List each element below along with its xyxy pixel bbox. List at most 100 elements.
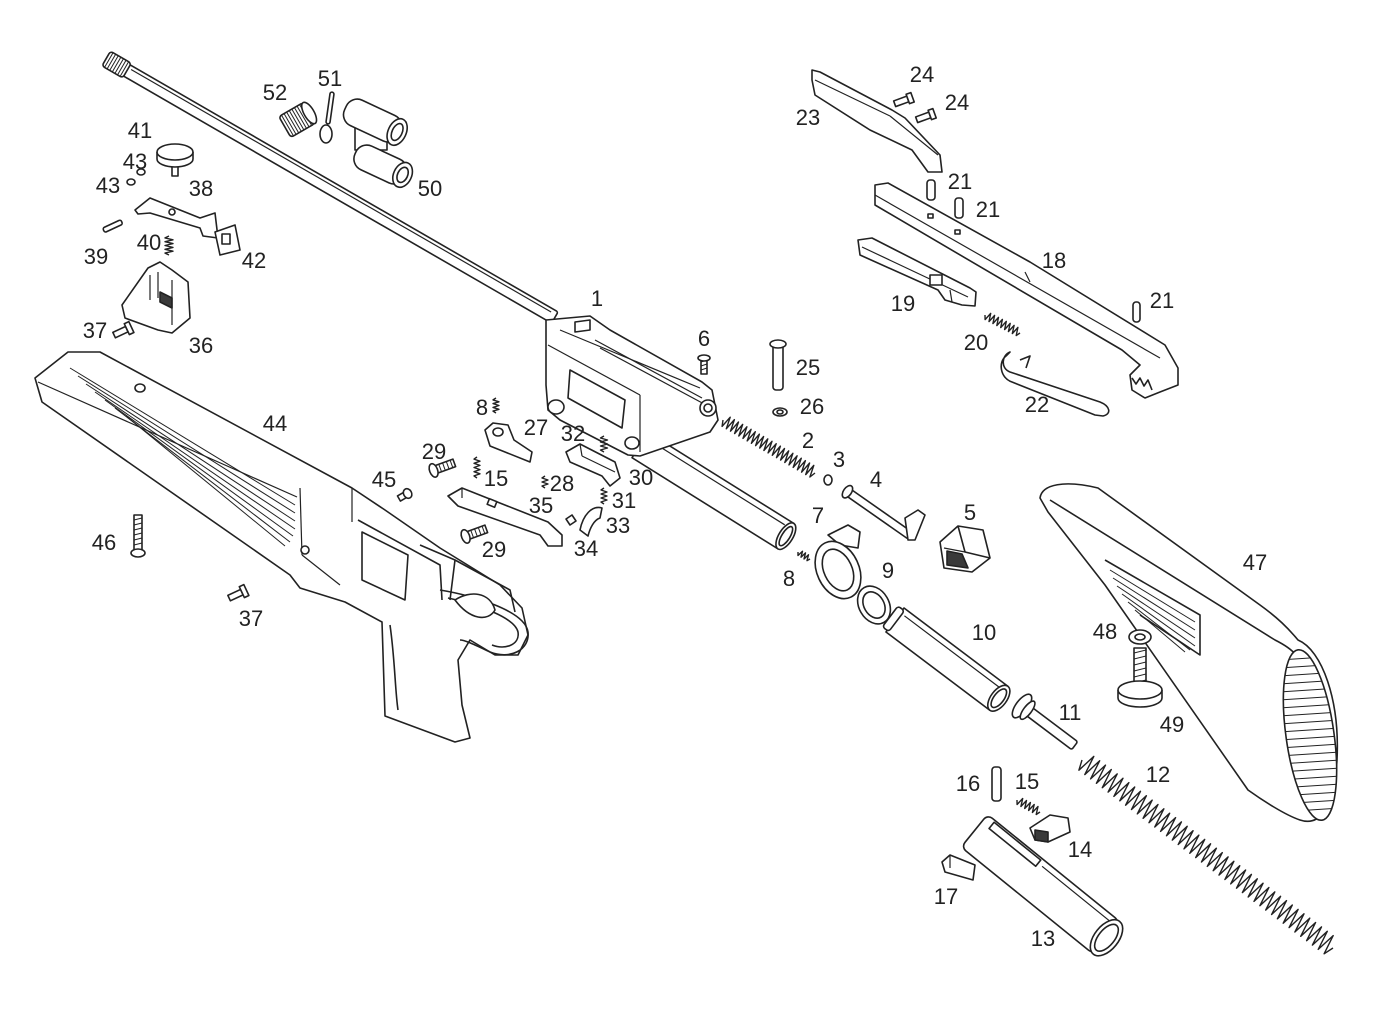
callout-36: 36 <box>189 333 213 358</box>
callout-29-b: 29 <box>482 537 506 562</box>
callout-21-c: 21 <box>1150 288 1174 313</box>
part-33 <box>565 514 577 526</box>
callout-27: 27 <box>524 415 548 440</box>
screw-45 <box>396 487 413 502</box>
knob-screw-49 <box>1117 647 1163 708</box>
cocking-bolt-4 <box>841 484 926 541</box>
callout-33: 33 <box>606 513 630 538</box>
callout-7: 7 <box>812 503 824 528</box>
callout-17: 17 <box>934 884 958 909</box>
callout-19: 19 <box>891 291 915 316</box>
spring-31 <box>600 487 608 505</box>
callout-26: 26 <box>800 394 824 419</box>
callout-28: 28 <box>550 471 574 496</box>
callout-34: 34 <box>574 536 598 561</box>
ring-3 <box>823 474 833 486</box>
callout-9: 9 <box>882 558 894 583</box>
spring-32 <box>599 435 609 453</box>
callout-41: 41 <box>128 118 152 143</box>
spring-28 <box>541 475 549 489</box>
screw-29-upper <box>428 458 457 478</box>
callout-16: 16 <box>956 771 980 796</box>
callout-50: 50 <box>418 176 442 201</box>
callout-40: 40 <box>137 230 161 255</box>
callout-46: 46 <box>92 530 116 555</box>
callout-18: 18 <box>1042 248 1066 273</box>
spring-20 <box>984 312 1021 337</box>
callout-8-b: 8 <box>783 566 795 591</box>
callout-4: 4 <box>870 467 882 492</box>
rear-sight-block <box>121 261 191 334</box>
callouts: 52 51 50 41 43 43 38 39 40 42 37 36 44 1… <box>83 62 1267 951</box>
spring-40 <box>164 235 174 256</box>
pin-25 <box>769 339 787 391</box>
block-17 <box>941 854 976 881</box>
callout-38: 38 <box>189 176 213 201</box>
callout-42: 42 <box>242 248 266 273</box>
callout-5: 5 <box>964 500 976 525</box>
stock-screw-46 <box>130 514 146 558</box>
callout-25: 25 <box>796 355 820 380</box>
bar-19 <box>857 237 977 307</box>
callout-14: 14 <box>1068 837 1092 862</box>
callout-47: 47 <box>1243 550 1267 575</box>
trigger-34 <box>579 506 603 537</box>
rear-sight-pin <box>102 219 123 233</box>
pins-21 <box>926 179 1141 323</box>
cylinder-10 <box>882 606 1011 712</box>
trigger-block-30 <box>565 443 621 487</box>
ring-7 <box>814 524 862 600</box>
spring-8-upper <box>492 397 500 414</box>
trigger-bar-35 <box>447 487 563 547</box>
callout-43-b: 43 <box>96 173 120 198</box>
rail-23 <box>811 69 943 173</box>
callout-44: 44 <box>263 411 287 436</box>
rear-sight-small-screws <box>126 168 146 186</box>
screw-37-lower <box>227 583 250 602</box>
rear-sight-slider <box>214 224 241 256</box>
rear-sight-knob <box>156 143 194 177</box>
callout-29-a: 29 <box>422 439 446 464</box>
callout-37-b: 37 <box>239 606 263 631</box>
piston-11 <box>1011 693 1078 750</box>
screw-37-upper <box>112 320 135 339</box>
block-5 <box>939 525 991 573</box>
callout-30: 30 <box>629 465 653 490</box>
main-spring-2 <box>721 416 816 478</box>
screw-29-lower <box>460 524 489 544</box>
callout-45: 45 <box>372 467 396 492</box>
receiver <box>545 315 719 457</box>
callout-8-a: 8 <box>476 395 488 420</box>
butt-stock <box>1039 483 1341 822</box>
callout-35: 35 <box>529 493 553 518</box>
block-14 <box>1029 814 1071 843</box>
callout-6: 6 <box>698 326 710 351</box>
callout-51: 51 <box>318 66 342 91</box>
callout-49: 49 <box>1160 712 1184 737</box>
callout-31: 31 <box>612 488 636 513</box>
rear-sight-plate <box>134 197 219 239</box>
lever-22 <box>1000 351 1110 417</box>
callout-10: 10 <box>972 620 996 645</box>
main-spring-12 <box>1078 755 1334 955</box>
callout-3: 3 <box>833 447 845 472</box>
callout-2: 2 <box>802 428 814 453</box>
callout-13: 13 <box>1031 926 1055 951</box>
tube-13 <box>962 816 1124 957</box>
callout-39: 39 <box>84 244 108 269</box>
callout-11: 11 <box>1059 700 1082 725</box>
washer-26 <box>772 407 788 417</box>
callout-32: 32 <box>561 421 585 446</box>
screw-24-upper <box>892 91 916 108</box>
callout-12: 12 <box>1146 762 1170 787</box>
callout-43-a: 43 <box>123 149 147 174</box>
callout-48: 48 <box>1093 619 1117 644</box>
callout-15-b: 15 <box>1015 769 1039 794</box>
callout-24-b: 24 <box>945 90 969 115</box>
callout-21-a: 21 <box>948 169 972 194</box>
washer-48 <box>1128 629 1152 645</box>
callout-15-a: 15 <box>484 466 508 491</box>
callout-23: 23 <box>796 105 820 130</box>
spring-15-trigger <box>473 456 481 479</box>
spring-8-lower <box>797 550 811 562</box>
